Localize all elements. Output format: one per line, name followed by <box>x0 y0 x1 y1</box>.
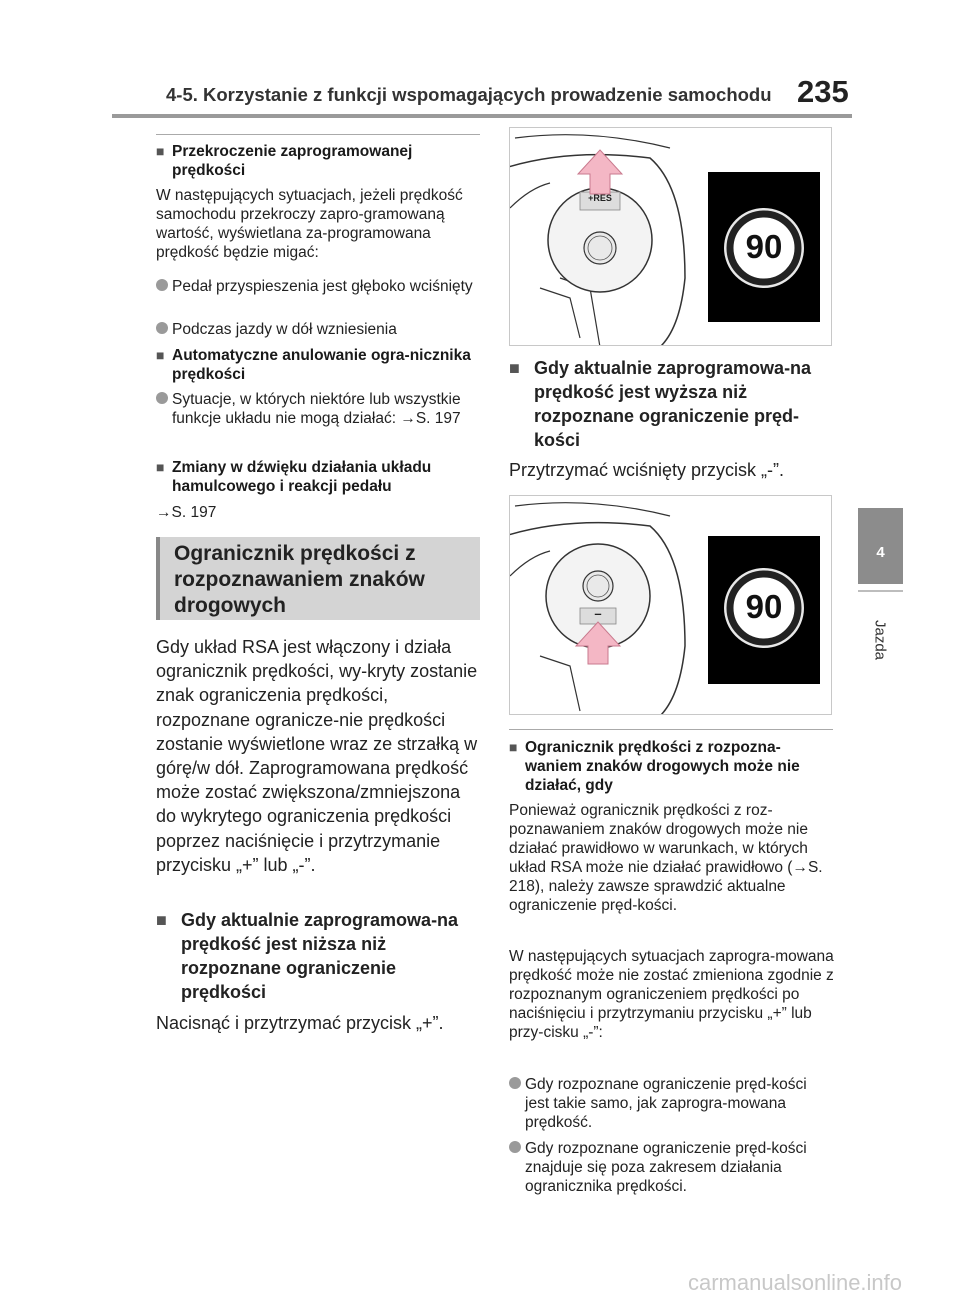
heading-auto-cancel: ■ Automatyczne anulowanie ogra-nicznika … <box>156 347 471 383</box>
square-bullet-icon: ■ <box>509 739 518 755</box>
right-mid-rule <box>509 729 833 730</box>
round-bullet-icon <box>156 279 168 291</box>
round-bullet-icon <box>509 1141 521 1153</box>
instruction-minus: Przytrzymać wciśnięty przycisk „-”. <box>509 460 785 480</box>
bullet-situations: Sytuacje, w których niektóre lub wszystk… <box>156 390 480 428</box>
page-number: 235 <box>797 74 849 109</box>
reference-link[interactable]: →S. 197 <box>156 504 217 521</box>
header-rule <box>112 114 852 118</box>
paragraph-situations: W następujących sytuacjach zaprogra-mowa… <box>509 948 834 1041</box>
heading-higher-speed: ■ Gdy aktualnie zaprogramowa-na prędkość… <box>509 358 812 450</box>
section-title: Ogranicznik prędkości z rozpoznawaniem z… <box>174 542 425 617</box>
round-bullet-icon <box>156 392 168 404</box>
speed-sign-value: 90 <box>745 228 783 265</box>
chapter-tab: 4 <box>858 508 903 584</box>
bullet-out-of-range: Gdy rozpoznane ograniczenie pręd-kości z… <box>509 1139 835 1196</box>
heading-brake-sound: ■ Zmiany w dźwięku działania układu hamu… <box>156 459 432 495</box>
square-bullet-icon: ■ <box>509 358 520 378</box>
round-bullet-icon <box>156 322 168 334</box>
speed-sign-value: 90 <box>745 588 783 625</box>
left-top-rule <box>156 134 480 135</box>
heading-may-not-work: ■ Ogranicznik prędkości z rozpozna-wanie… <box>509 739 800 794</box>
round-bullet-icon <box>509 1077 521 1089</box>
heading-exceed-speed: ■ Przekroczenie zaprogramowanej prędkośc… <box>156 143 413 179</box>
instruction-plus: Nacisnąć i przytrzymać przycisk „+”. <box>156 1013 444 1033</box>
running-header: 4-5. Korzystanie z funkcji wspomagającyc… <box>166 84 772 105</box>
bullet-same-speed: Gdy rozpoznane ograniczenie pręd-kości j… <box>509 1075 835 1132</box>
paragraph-exceed: W następujących sytuacjach, jeżeli prędk… <box>156 187 463 261</box>
res-button-label: +RES <box>588 193 612 203</box>
steering-wheel-illustration <box>510 134 820 345</box>
square-bullet-icon: ■ <box>156 347 165 363</box>
square-bullet-icon: ■ <box>156 910 167 930</box>
body-rsa: Gdy układ RSA jest włączony i działa ogr… <box>156 637 478 875</box>
bullet-downhill: Podczas jazdy w dół wzniesienia <box>156 320 480 339</box>
figure-minus-button: – 90 <box>509 495 832 715</box>
bullet-accelerator: Pedał przyspieszenia jest głęboko wciśni… <box>156 277 480 296</box>
watermark: carmanualsonline.info <box>688 1270 903 1295</box>
square-bullet-icon: ■ <box>156 143 165 159</box>
paragraph-rsa-note: Ponieważ ogranicznik prędkości z roz-poz… <box>509 802 823 914</box>
chapter-label: Jazda <box>871 619 889 661</box>
heading-lower-speed: ■ Gdy aktualnie zaprogramowa-na prędkość… <box>156 910 459 1002</box>
steering-wheel-illustration <box>510 502 820 714</box>
chapter-tab-divider <box>858 590 903 592</box>
section-title-box: Ogranicznik prędkości z rozpoznawaniem z… <box>156 537 480 620</box>
square-bullet-icon: ■ <box>156 459 165 475</box>
minus-button-label: – <box>594 606 602 621</box>
figure-res-button: +RES 90 <box>509 127 832 346</box>
